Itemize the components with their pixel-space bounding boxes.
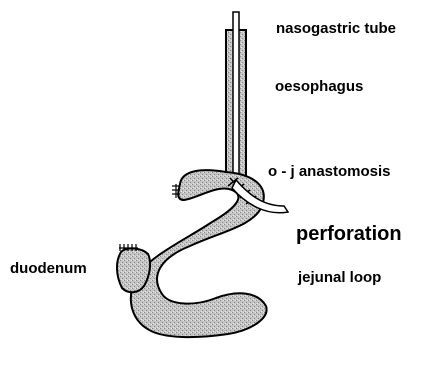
label-duodenum: duodenum: [10, 261, 87, 276]
label-nasogastric-tube: nasogastric tube: [276, 21, 396, 36]
label-oesophagus: oesophagus: [275, 79, 363, 94]
label-perforation: perforation: [296, 224, 402, 244]
label-oj-anastomosis: o - j anastomosis: [268, 164, 391, 179]
duodenum: [117, 248, 150, 292]
nasogastric-tube: [233, 12, 239, 184]
label-jejunal-loop: jejunal loop: [298, 270, 381, 285]
